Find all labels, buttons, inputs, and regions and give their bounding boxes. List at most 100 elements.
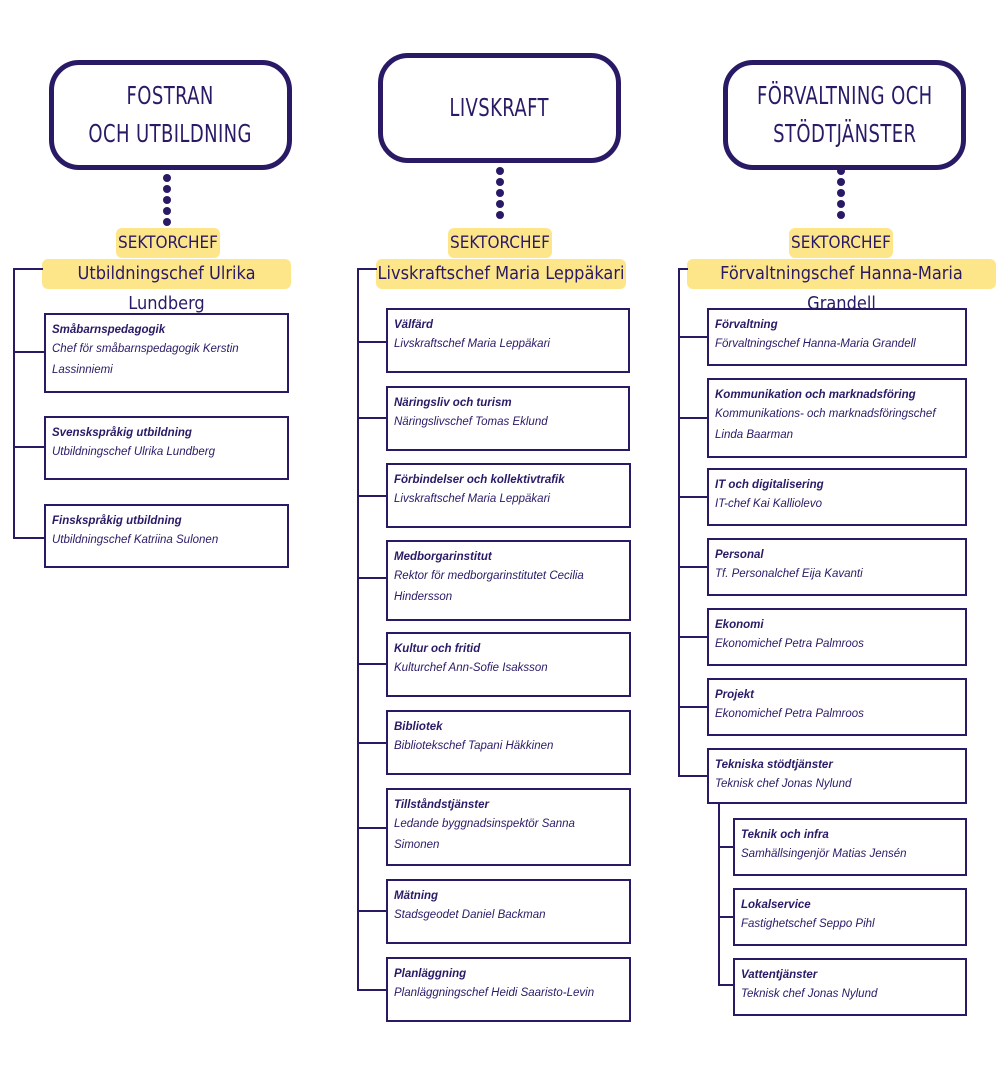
sector-title: FOSTRAN OCH UTBILDNING [88,81,253,148]
unit-person: Chef för småbarnspedagogik Kerstin Lassi… [52,343,239,376]
chief-name: Livskraftschef Maria Leppäkari [376,259,626,289]
unit-person: Rektor för medborgarinstitutet Cecilia H… [394,570,584,603]
chief-label: SEKTORCHEF [448,228,552,258]
unit-title: Förvaltning [715,319,778,331]
unit-title: Bibliotek [394,721,443,733]
unit-person: Utbildningschef Katriina Sulonen [52,534,219,546]
tree-line [13,537,44,539]
unit-box: Svenskspråkig utbildning Utbildningschef… [44,416,289,480]
tree-line [357,989,386,991]
unit-box: Välfärd Livskraftschef Maria Leppäkari [386,308,630,373]
unit-title: Teknik och infra [741,829,829,841]
unit-box: Bibliotek Bibliotekschef Tapani Häkkinen [386,710,631,775]
unit-title: Mätning [394,890,439,902]
connector-dots [496,167,504,222]
unit-title: Projekt [715,689,754,701]
tree-line [678,636,707,638]
tree-line [678,566,707,568]
unit-person: Teknisk chef Jonas Nylund [715,778,852,790]
unit-title: Förbindelser och kollektivtrafik [394,474,565,486]
unit-person: Stadsgeodet Daniel Backman [394,909,546,921]
unit-box: Småbarnspedagogik Chef för småbarnspedag… [44,313,289,393]
unit-person: IT-chef Kai Kalliolevo [715,498,822,510]
connector-dots [163,174,171,229]
unit-person: Samhällsingenjör Matias Jensén [741,848,907,860]
tree-line [357,827,386,829]
subunit-box: Teknik och infra Samhällsingenjör Matias… [733,818,967,876]
tree-line [678,336,707,338]
unit-title: Tekniska stödtjänster [715,759,833,771]
chief-name: Utbildningschef Ulrika Lundberg [42,259,291,314]
unit-box: Förbindelser och kollektivtrafik Livskra… [386,463,631,528]
unit-box: Tekniska stödtjänster Teknisk chef Jonas… [707,748,967,804]
unit-person: Teknisk chef Jonas Nylund [741,988,878,1000]
tree-line [357,742,386,744]
unit-title: Finskspråkig utbildning [52,515,182,527]
tree-line [718,846,734,848]
tree-line [13,268,15,539]
unit-box: Mätning Stadsgeodet Daniel Backman [386,879,631,944]
unit-box: Tillståndstjänster Ledande byggnadsinspe… [386,788,631,866]
unit-title: Ekonomi [715,619,764,631]
unit-person: Förvaltningschef Hanna-Maria Grandell [715,338,916,350]
tree-line [357,417,386,419]
unit-person: Näringslivschef Tomas Eklund [394,416,548,428]
tree-line [357,663,386,665]
unit-person: Livskraftschef Maria Leppäkari [394,493,550,505]
unit-title: Kultur och fritid [394,643,481,655]
unit-person: Planläggningschef Heidi Saaristo-Levin [394,987,595,999]
chief-label: SEKTORCHEF [789,228,893,258]
unit-title: Lokalservice [741,899,811,911]
tree-line [357,577,386,579]
unit-box: Projekt Ekonomichef Petra Palmroos [707,678,967,736]
sector-box-livskraft: LIVSKRAFT [378,53,621,163]
unit-person: Ledande byggnadsinspektör Sanna Simonen [394,818,575,851]
subunit-box: Lokalservice Fastighetschef Seppo Pihl [733,888,967,946]
chief-name: Förvaltningschef Hanna-Maria Grandell [687,259,996,314]
chief-label: SEKTORCHEF [116,228,220,258]
tree-line [13,446,44,448]
unit-person: Ekonomichef Petra Palmroos [715,638,864,650]
subunit-box: Vattentjänster Teknisk chef Jonas Nylund [733,958,967,1016]
tree-line [13,268,43,270]
unit-title: Välfärd [394,319,433,331]
unit-box: Planläggning Planläggningschef Heidi Saa… [386,957,631,1022]
unit-title: Vattentjänster [741,969,818,981]
unit-person: Bibliotekschef Tapani Häkkinen [394,740,554,752]
unit-box: Näringsliv och turism Näringslivschef To… [386,386,630,451]
tree-line [678,496,707,498]
unit-title: Näringsliv och turism [394,397,512,409]
tree-line [718,916,734,918]
unit-person: Tf. Personalchef Eija Kavanti [715,568,863,580]
unit-person: Livskraftschef Maria Leppäkari [394,338,550,350]
unit-box: Kultur och fritid Kulturchef Ann-Sofie I… [386,632,631,697]
unit-person: Kommunikations- och marknadsföringschef … [715,408,936,441]
unit-title: Kommunikation och marknadsföring [715,389,916,401]
tree-line [678,775,707,777]
tree-line [357,268,377,270]
unit-box: Ekonomi Ekonomichef Petra Palmroos [707,608,967,666]
tree-line [678,706,707,708]
unit-box: Medborgarinstitut Rektor för medborgarin… [386,540,631,621]
unit-box: Förvaltning Förvaltningschef Hanna-Maria… [707,308,967,366]
tree-line [718,804,720,985]
unit-box: Kommunikation och marknadsföring Kommuni… [707,378,967,458]
unit-person: Kulturchef Ann-Sofie Isaksson [394,662,548,674]
connector-dots [837,167,845,222]
tree-line [13,351,44,353]
sector-title: FÖRVALTNING OCH STÖDTJÄNSTER [756,81,933,148]
tree-line [357,268,359,990]
tree-line [718,984,734,986]
tree-line [678,268,688,270]
unit-person: Fastighetschef Seppo Pihl [741,918,875,930]
unit-box: IT och digitalisering IT-chef Kai Kallio… [707,468,967,526]
unit-box: Finskspråkig utbildning Utbildningschef … [44,504,289,568]
unit-title: IT och digitalisering [715,479,824,491]
unit-person: Ekonomichef Petra Palmroos [715,708,864,720]
tree-line [357,910,386,912]
sector-box-forvaltning: FÖRVALTNING OCH STÖDTJÄNSTER [723,60,966,170]
unit-person: Utbildningschef Ulrika Lundberg [52,446,216,458]
unit-box: Personal Tf. Personalchef Eija Kavanti [707,538,967,596]
unit-title: Småbarnspedagogik [52,324,166,336]
unit-title: Tillståndstjänster [394,799,490,811]
